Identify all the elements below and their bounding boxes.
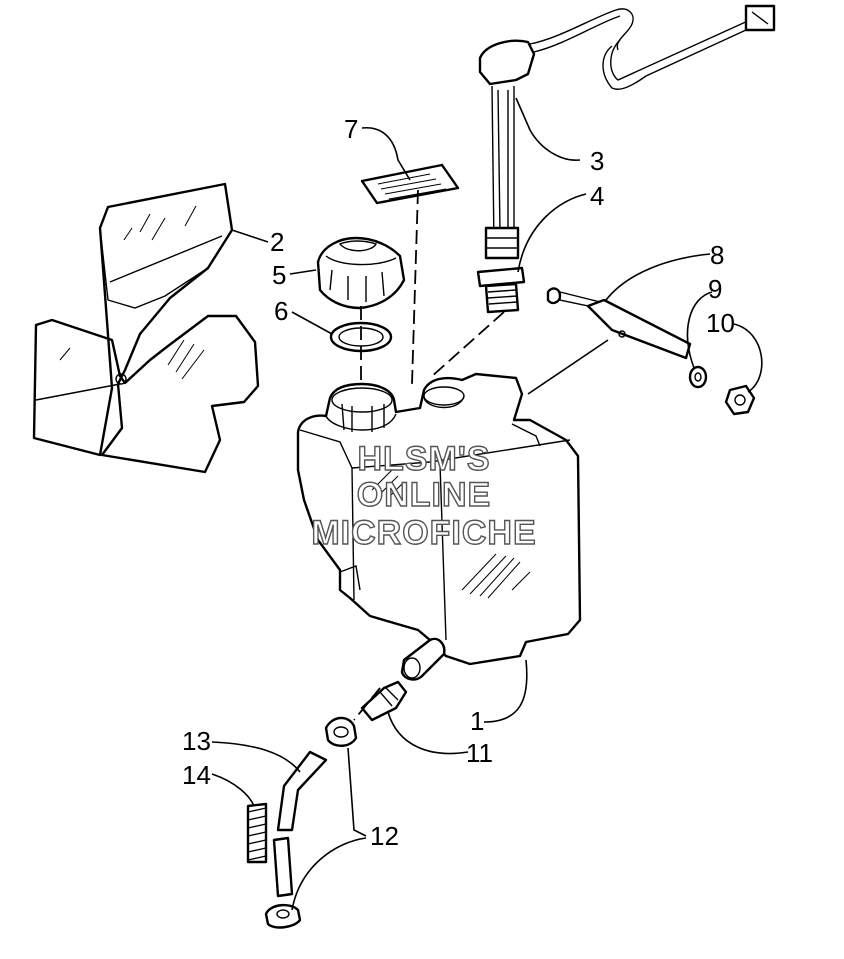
callout-11: 11 <box>466 738 493 768</box>
callout-8: 8 <box>710 240 724 270</box>
tank-outlet-part <box>400 637 446 681</box>
spring-part <box>246 802 268 864</box>
callout-3: 3 <box>590 146 604 176</box>
watermark-line-1: HLSM'S <box>357 440 490 478</box>
callout-6: 6 <box>274 296 288 326</box>
nut-part <box>724 384 756 416</box>
hose-part-lower <box>272 836 294 898</box>
watermark: HLSM'S ONLINE MICROFICHE <box>311 439 537 552</box>
callout-4: 4 <box>590 181 604 211</box>
callout-14: 14 <box>182 760 211 790</box>
assembly-lines <box>353 189 505 721</box>
clamp-part-upper <box>324 716 358 747</box>
callout-9: 9 <box>708 274 722 304</box>
bracket-part <box>586 298 692 360</box>
fuel-sender-part <box>478 4 776 260</box>
callout-5: 5 <box>272 260 286 290</box>
heat-shield-part <box>32 182 260 474</box>
callout-2: 2 <box>270 227 284 257</box>
clamp-part-lower <box>264 903 302 929</box>
fuel-cap-part <box>316 236 406 310</box>
washer-part <box>688 365 708 389</box>
callout-13: 13 <box>182 726 211 756</box>
fitting-part <box>360 680 408 722</box>
decal-part <box>360 163 460 205</box>
callout-12: 12 <box>370 821 399 851</box>
callout-10: 10 <box>706 308 735 338</box>
callout-labels: 1 2 3 4 5 6 7 8 9 10 11 12 13 14 <box>182 114 735 851</box>
callout-7: 7 <box>344 114 358 144</box>
callout-1: 1 <box>470 706 484 736</box>
hose-part-upper <box>276 750 328 832</box>
watermark-line-3: MICROFICHE <box>311 514 536 552</box>
oil-tank-part <box>296 372 582 666</box>
leader-lines <box>211 97 763 911</box>
grommet-part <box>476 266 526 314</box>
watermark-line-2: ONLINE <box>357 476 491 514</box>
